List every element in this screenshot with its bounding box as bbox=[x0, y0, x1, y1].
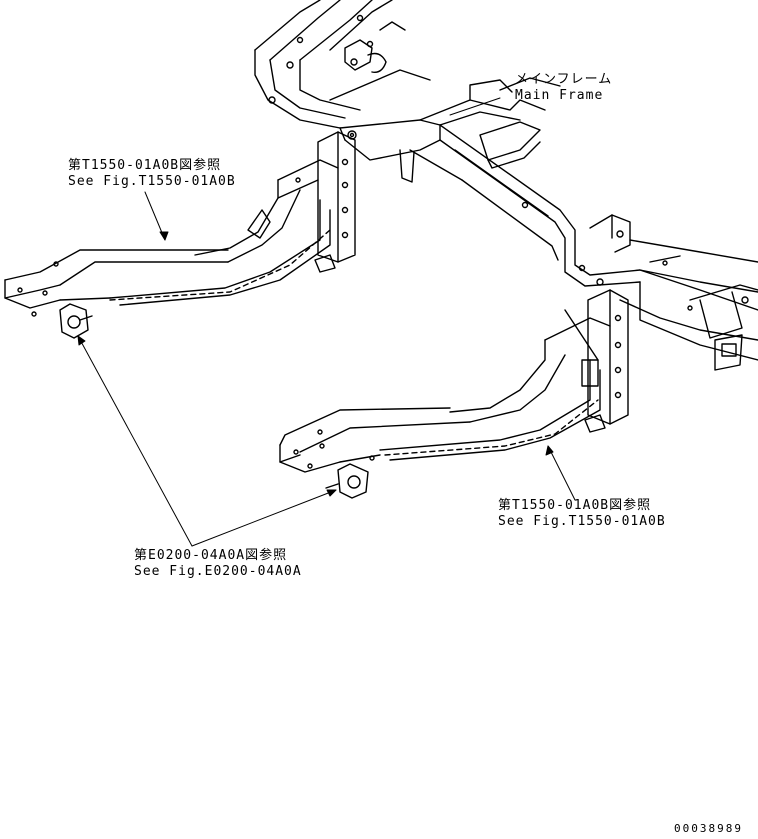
main-frame-label-en: Main Frame bbox=[515, 88, 604, 103]
leader-lines bbox=[78, 98, 575, 546]
main-frame-label: メインフレーム Main Frame bbox=[515, 72, 612, 104]
left-arm-reference: 第T1550-01A0B図参照 See Fig.T1550-01A0B bbox=[68, 158, 236, 190]
drawing-number: 00038989 bbox=[674, 822, 743, 835]
right-arm-reference-en: See Fig.T1550-01A0B bbox=[498, 514, 666, 529]
left-arm-reference-en: See Fig.T1550-01A0B bbox=[68, 174, 236, 189]
mounts-reference-en: See Fig.E0200-04A0A bbox=[134, 564, 302, 579]
mounts-reference-ja: 第E0200-04A0A図参照 bbox=[134, 548, 288, 563]
right-arm bbox=[280, 290, 628, 498]
left-arm-reference-ja: 第T1550-01A0B図参照 bbox=[68, 158, 222, 173]
mounts-reference: 第E0200-04A0A図参照 See Fig.E0200-04A0A bbox=[134, 548, 302, 580]
main-frame bbox=[255, 0, 758, 370]
right-arm-reference: 第T1550-01A0B図参照 See Fig.T1550-01A0B bbox=[498, 498, 666, 530]
left-arm bbox=[5, 132, 355, 338]
right-arm-reference-ja: 第T1550-01A0B図参照 bbox=[498, 498, 652, 513]
main-frame-label-ja: メインフレーム bbox=[515, 72, 613, 87]
